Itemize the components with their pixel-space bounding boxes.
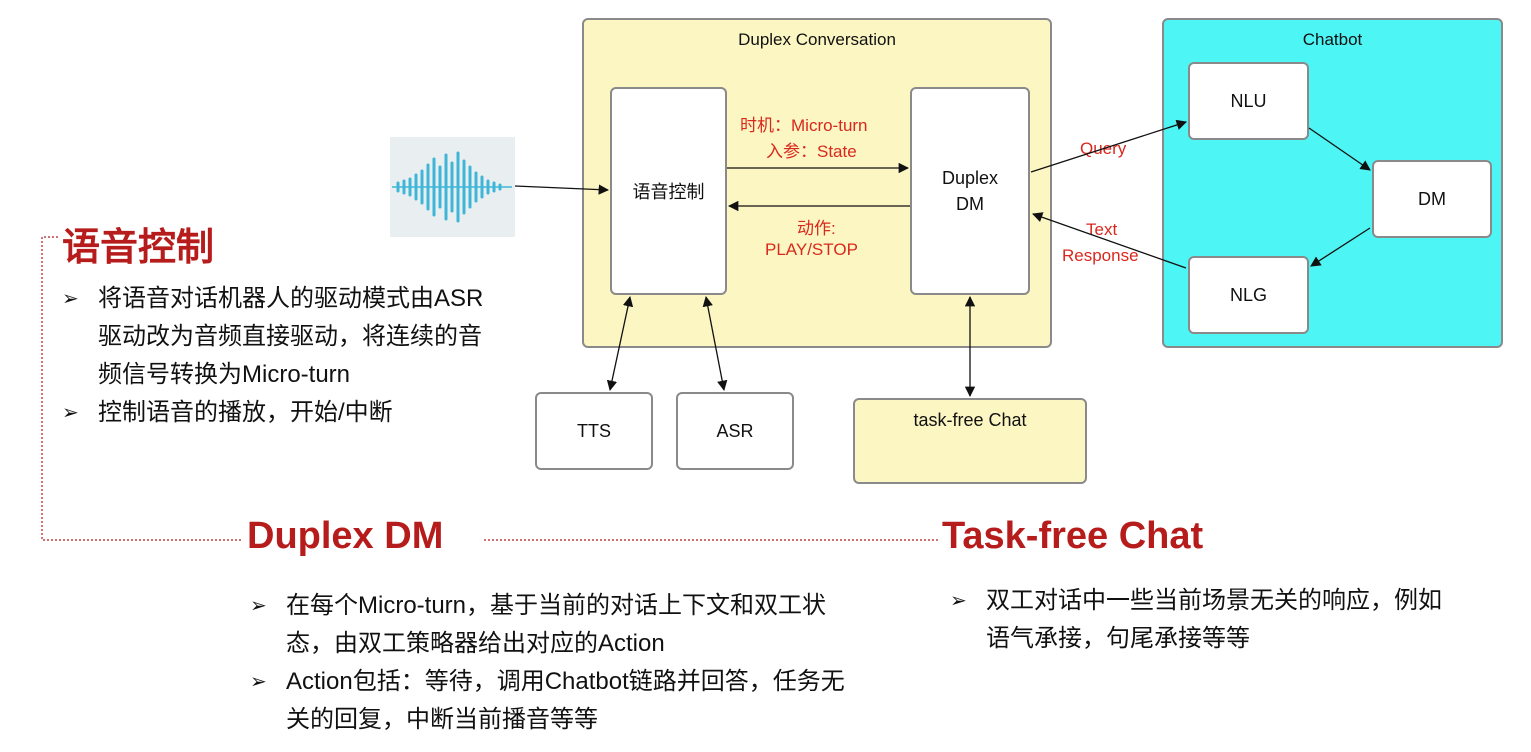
duplex-dm-line1: Duplex	[941, 168, 999, 188]
timing-label: 时机：Micro-turn	[740, 116, 868, 135]
list-item: ➢Action包括：等待，调用Chatbot链路并回答，任务无关的回复，中断当前…	[250, 663, 850, 739]
bullet-arrow-icon: ➢	[62, 402, 79, 424]
duplex-dm-line2: DM	[956, 194, 984, 214]
list-item: ➢控制语音的播放，开始/中断	[62, 394, 502, 432]
voice-control-bullets: ➢将语音对话机器人的驱动模式由ASR驱动改为音频直接驱动，将连续的音频信号转换为…	[62, 280, 502, 432]
list-item: ➢双工对话中一些当前场景无关的响应，例如语气承接，句尾承接等等	[950, 582, 1450, 658]
voice-control-node: 语音控制	[610, 87, 727, 295]
chatbot-title: Chatbot	[1302, 30, 1363, 49]
asr-node: ASR	[676, 392, 794, 470]
duplex-dm-bullets: ➢在每个Micro-turn，基于当前的对话上下文和双工状态，由双工策略器给出对…	[250, 587, 850, 739]
edge-voice-tts	[606, 295, 634, 392]
tts-node: TTS	[535, 392, 653, 470]
response-label: Response	[1062, 246, 1139, 265]
task-free-chat-bullets: ➢双工对话中一些当前场景无关的响应，例如语气承接，句尾承接等等	[950, 582, 1450, 658]
duplex-dm-heading: Duplex DM	[247, 515, 444, 557]
play-stop-label: PLAY/STOP	[765, 240, 858, 259]
list-item: ➢在每个Micro-turn，基于当前的对话上下文和双工状态，由双工策略器给出对…	[250, 587, 850, 663]
nlg-node: NLG	[1188, 256, 1309, 334]
voice-control-heading: 语音控制	[62, 227, 215, 269]
edge-wave-to-voice	[514, 184, 610, 195]
dotted-connector-left	[41, 236, 243, 541]
bullet-arrow-icon: ➢	[250, 595, 267, 617]
duplex-conversation-title: Duplex Conversation	[738, 30, 896, 49]
task-free-chat-heading: Task-free Chat	[942, 515, 1204, 557]
text-label: Text	[1086, 220, 1118, 239]
edge-nlu-to-dm-node	[1308, 127, 1371, 171]
dm-node: DM	[1372, 160, 1492, 238]
edge-voice-asr	[702, 295, 728, 392]
audio-waveform-icon	[390, 137, 515, 237]
bullet-arrow-icon: ➢	[950, 590, 967, 612]
edge-dm-node-to-nlg	[1310, 227, 1371, 267]
nlu-node: NLU	[1188, 62, 1309, 140]
duplex-dm-node: Duplex DM	[910, 87, 1030, 295]
edge-dm-to-nlu	[1030, 119, 1187, 173]
action-label: 动作:	[797, 219, 836, 238]
task-free-chat-node: task-free Chat	[853, 398, 1087, 484]
edge-nlg-to-dm	[1032, 212, 1187, 269]
list-item: ➢将语音对话机器人的驱动模式由ASR驱动改为音频直接驱动，将连续的音频信号转换为…	[62, 280, 502, 394]
bullet-arrow-icon: ➢	[62, 288, 79, 310]
bullet-arrow-icon: ➢	[250, 671, 267, 693]
input-label: 入参：State	[766, 142, 857, 161]
